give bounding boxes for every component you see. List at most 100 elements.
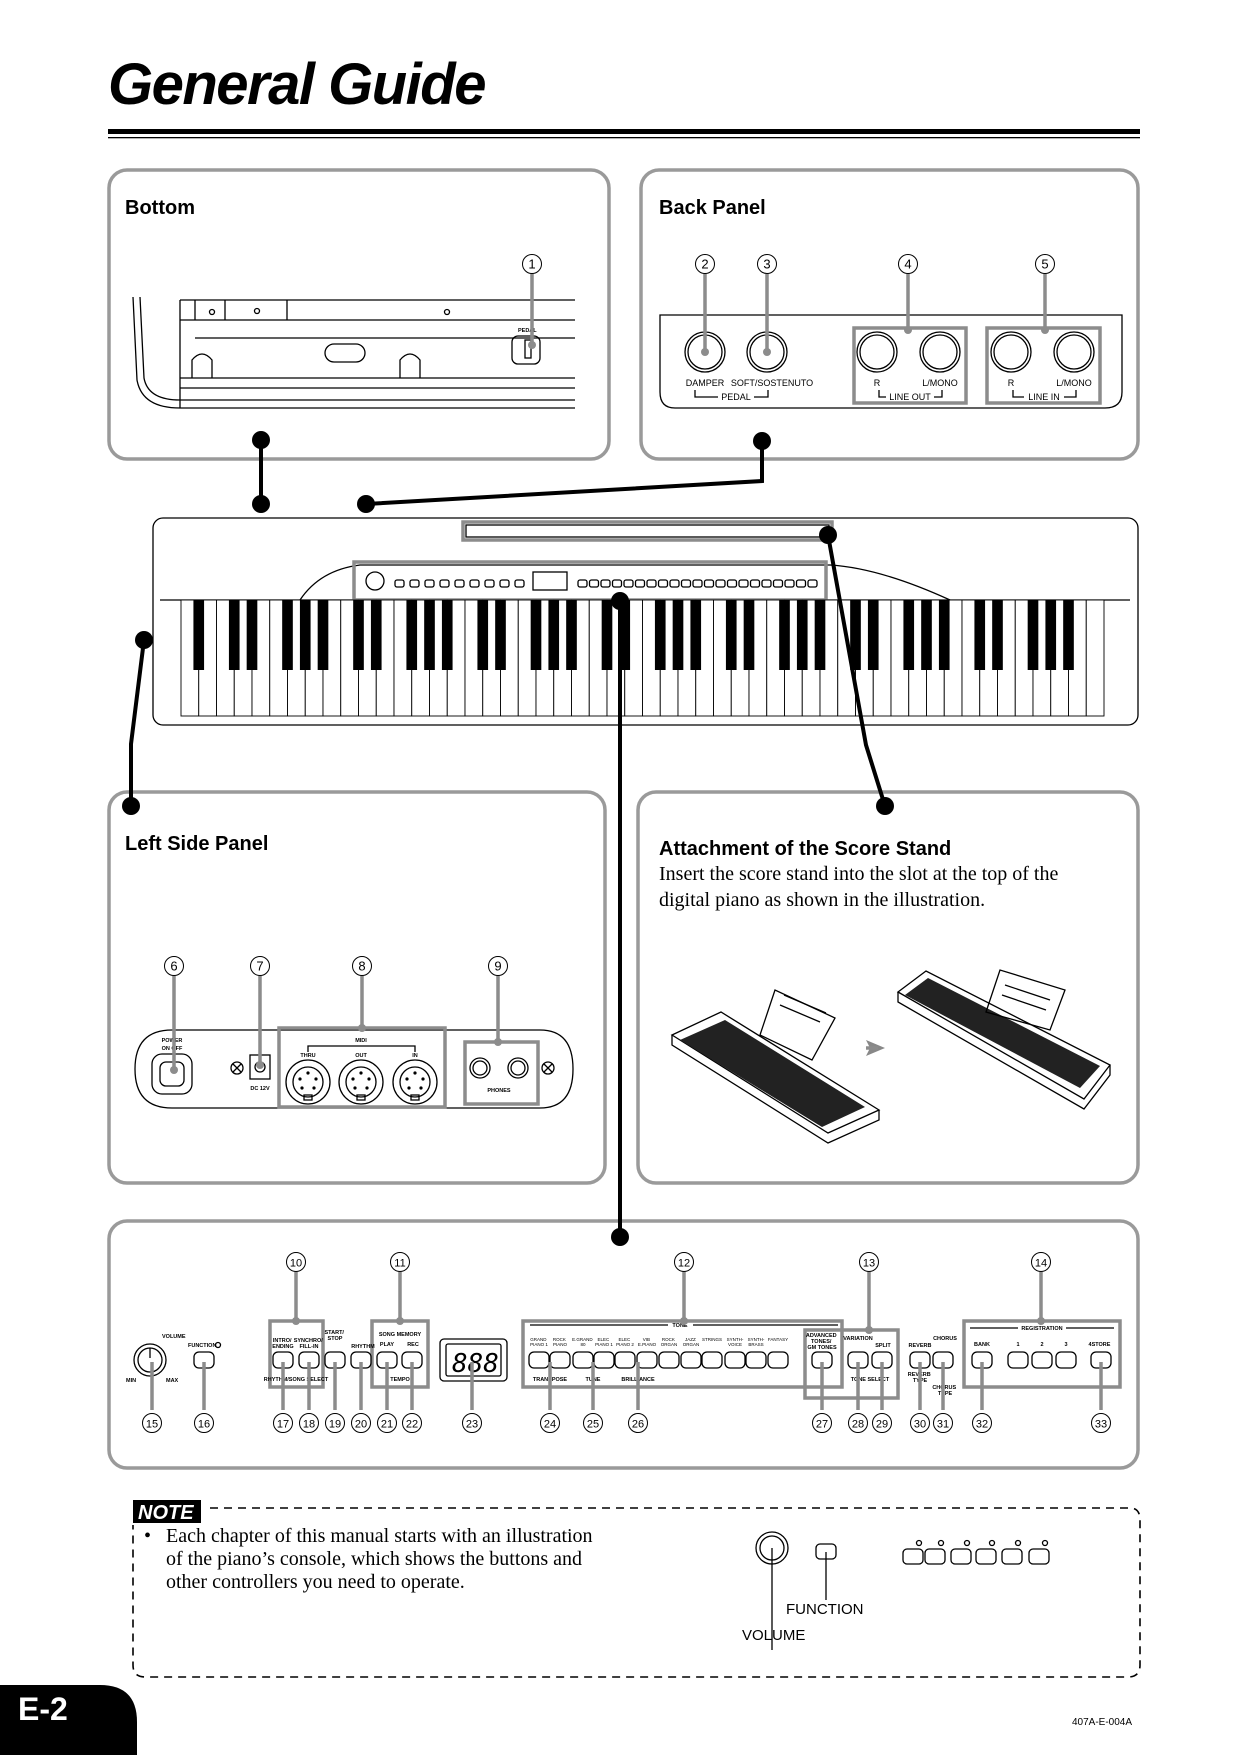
black-key xyxy=(938,600,950,670)
note-volume-label: VOLUME xyxy=(742,1627,805,1644)
keyboard-illustration xyxy=(152,517,1139,726)
callout-number: 25 xyxy=(587,1419,599,1431)
callout-number: 12 xyxy=(678,1258,690,1270)
title-rule-thin xyxy=(108,137,1140,139)
score-stand-right xyxy=(985,969,1066,1031)
console-button[interactable] xyxy=(680,1351,702,1369)
console-button[interactable] xyxy=(745,1351,767,1369)
mini-button xyxy=(784,579,795,588)
callout-17: 17 xyxy=(273,1413,293,1433)
black-key xyxy=(690,600,702,670)
console-button[interactable] xyxy=(658,1351,680,1369)
midi-connector xyxy=(285,1059,331,1105)
out-label: OUT xyxy=(355,1053,367,1059)
callout-9: 9 xyxy=(488,956,508,1046)
callout-18: 18 xyxy=(299,1413,319,1433)
note-function-label: FUNCTION xyxy=(786,1601,864,1618)
mini-button xyxy=(424,579,435,588)
score-stand-text-1: Insert the score stand into the slot at … xyxy=(659,863,1058,885)
power-label: POWER xyxy=(162,1038,183,1044)
console-mini-buttons xyxy=(394,579,818,588)
text-line: ELEC xyxy=(618,1337,631,1342)
callout-number: 24 xyxy=(544,1419,556,1431)
black-key xyxy=(814,600,826,670)
store-label: STORE xyxy=(1092,1342,1111,1348)
start-stop-label: START/ STOP xyxy=(325,1330,346,1342)
bottom-panel xyxy=(107,168,611,461)
console-button[interactable] xyxy=(1031,1351,1053,1369)
split-label: SPLIT xyxy=(875,1343,891,1349)
text-line: SYNCHRO/ xyxy=(294,1338,325,1344)
callout-12: 12 xyxy=(674,1252,694,1325)
console-button[interactable] xyxy=(528,1351,550,1369)
black-key xyxy=(548,600,560,670)
registration-number-label: 3 xyxy=(1064,1342,1067,1348)
console-button[interactable] xyxy=(1007,1351,1029,1369)
callout-number: 20 xyxy=(355,1419,367,1431)
black-key xyxy=(530,600,542,670)
mini-button xyxy=(439,579,450,588)
white-key xyxy=(1085,599,1105,717)
line-in-l-label: L/MONO xyxy=(1056,378,1092,388)
mini-button xyxy=(749,579,761,588)
soft-sostenuto-label: SOFT/SOSTENUTO xyxy=(731,378,813,388)
black-key xyxy=(867,600,879,670)
black-key xyxy=(672,600,684,670)
song-memory-label: SONG MEMORY xyxy=(379,1332,422,1338)
callout-number: 29 xyxy=(876,1419,888,1431)
callout-number: 13 xyxy=(863,1258,875,1270)
callout-number: 7 xyxy=(256,959,263,974)
callout-number: 16 xyxy=(198,1419,210,1431)
console-button[interactable] xyxy=(549,1351,571,1369)
callout-20: 20 xyxy=(351,1413,371,1433)
callout-22: 22 xyxy=(402,1413,422,1433)
keys xyxy=(180,599,1105,717)
mini-button xyxy=(807,579,818,588)
black-key xyxy=(921,600,932,670)
text-line: GM TONES xyxy=(807,1345,837,1351)
mini-button xyxy=(623,579,634,588)
mini-button xyxy=(611,579,623,588)
registration-number-label: 4 xyxy=(1088,1342,1092,1348)
console-button[interactable] xyxy=(724,1351,746,1369)
jack-line-out-r xyxy=(856,331,898,373)
console-button[interactable] xyxy=(1055,1351,1077,1369)
mini-button xyxy=(703,579,715,588)
text-line: BRASS xyxy=(748,1342,763,1347)
console-button[interactable] xyxy=(767,1351,789,1369)
note-mini-button xyxy=(1028,1548,1050,1565)
callout-33: 33 xyxy=(1091,1413,1111,1433)
console-button[interactable] xyxy=(636,1351,658,1369)
jack-line-in-l xyxy=(1053,331,1095,373)
text-line: 80 xyxy=(580,1342,586,1347)
page-tab xyxy=(0,1685,137,1755)
play-label: PLAY xyxy=(380,1342,394,1348)
console-button[interactable] xyxy=(572,1351,594,1369)
callout-number: 6 xyxy=(170,959,177,974)
console-button[interactable] xyxy=(701,1351,723,1369)
callout-7: 7 xyxy=(250,956,270,1069)
text-line: TYPE xyxy=(938,1391,953,1397)
tone-label: ELEC PIANO 2 xyxy=(616,1337,634,1347)
mini-button xyxy=(761,579,772,588)
callout-number: 19 xyxy=(329,1419,341,1431)
callout-number: 32 xyxy=(976,1419,988,1431)
black-key xyxy=(477,600,489,670)
score-stand-panel xyxy=(636,790,1140,1185)
midi-connector xyxy=(392,1059,438,1105)
tone-label: SYNTH-BRASS xyxy=(748,1337,765,1347)
callout-2: 2 xyxy=(695,254,715,356)
callout-14: 14 xyxy=(1031,1252,1051,1325)
page-title: General Guide xyxy=(108,52,485,117)
callout-10: 10 xyxy=(286,1252,306,1325)
mini-button xyxy=(394,579,405,588)
mini-button xyxy=(795,579,807,588)
mini-button xyxy=(409,579,420,588)
console-button[interactable] xyxy=(593,1351,615,1369)
callout-23: 23 xyxy=(462,1413,482,1433)
callout-number: 28 xyxy=(852,1419,864,1431)
callout-number: 22 xyxy=(406,1419,418,1431)
damper-label: DAMPER xyxy=(686,378,725,388)
console-button[interactable] xyxy=(614,1351,636,1369)
